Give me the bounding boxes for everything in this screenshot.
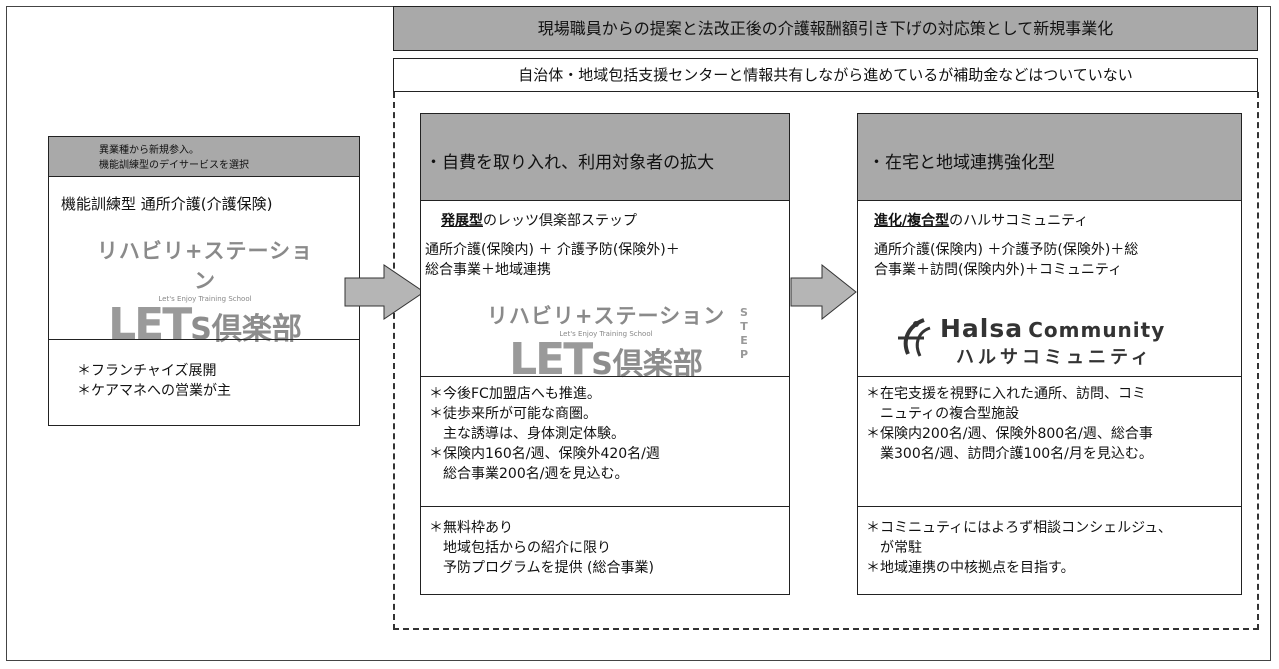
left-header: 異業種から新規参入。 機能訓練型のデイサービスを選択: [49, 137, 359, 177]
halsa-logo-text: Halsa Community ハルサコミュニティ: [940, 314, 1165, 369]
lets-logo-sub: Let's Enjoy Training School: [158, 295, 252, 303]
right-card: ・在宅と地域連携強化型 進化/複合型のハルサコミュニティ 通所介護(保険内) ＋…: [857, 113, 1242, 595]
top-banner: 現場職員からの提案と法改正後の介護報酬額引き下げの対応策として新規事業化: [393, 6, 1258, 51]
right-header: ・在宅と地域連携強化型: [858, 114, 1241, 201]
middle-header: ・自費を取り入れ、利用対象者の拡大: [421, 114, 789, 201]
right-notes: ＊在宅支援を視野に入れた通所、訪問、コミ ニュティの複合型施設 ＊保険内200名…: [866, 386, 1153, 462]
top-banner-text: 現場職員からの提案と法改正後の介護報酬額引き下げの対応策として新規事業化: [537, 19, 1114, 38]
right-services: 通所介護(保険内) ＋介護予防(保険外)＋総 合事業＋訪問(保険内外)＋コミュニ…: [874, 242, 1139, 278]
halsa-logo-en2: Community: [1028, 318, 1166, 342]
middle-header-text: ・自費を取り入れ、利用対象者の拡大: [425, 153, 715, 173]
lets-logo-top: リハビリ+ステーション: [96, 239, 314, 293]
new-business-dashed-area: [393, 92, 1259, 630]
right-type: 進化/複合型のハルサコミュニティ: [874, 210, 1088, 230]
arrow-left-to-middle: [344, 264, 425, 320]
lets-step-logo-side: STEP: [739, 306, 749, 361]
right-type-rest: のハルサコミュニティ: [949, 213, 1089, 229]
arrow-middle-to-right: [790, 264, 857, 320]
lets-step-logo-big: LET: [509, 334, 593, 385]
left-card: 異業種から新規参入。 機能訓練型のデイサービスを選択 機能訓練型 通所介護(介護…: [48, 136, 360, 426]
right-divider-1: [858, 376, 1241, 377]
middle-type-rest: のレッツ倶楽部ステップ: [483, 213, 637, 229]
right-community: ＊コミニュティにはよろず相談コンシェルジュ、 が常駐 ＊地域連携の中核拠点を目指…: [866, 520, 1172, 576]
lets-step-logo-sub: Let's Enjoy Training School: [559, 330, 653, 338]
halsa-logo-en: Halsa: [940, 314, 1024, 343]
lets-logo: リハビリ+ステーション Let's Enjoy Training School …: [87, 235, 323, 348]
middle-type-bold: 発展型: [441, 213, 483, 229]
middle-divider-1: [421, 376, 789, 377]
left-divider: [49, 339, 359, 340]
middle-type: 発展型のレッツ倶楽部ステップ: [441, 210, 637, 230]
left-title: 機能訓練型 通所介護(介護保険): [61, 195, 273, 213]
right-type-bold: 進化/複合型: [874, 213, 950, 229]
left-notes: ＊フランチャイズ展開 ＊ケアマネへの営業が主: [77, 363, 231, 399]
middle-card: ・自費を取り入れ、利用対象者の拡大 発展型のレッツ倶楽部ステップ 通所介護(保険…: [420, 113, 790, 595]
right-divider-2: [858, 506, 1241, 507]
middle-free: ＊無料枠あり 地域包括からの紹介に限り 予防プログラムを提供 (総合事業): [429, 520, 654, 576]
right-header-text: ・在宅と地域連携強化型: [868, 153, 1055, 173]
lets-logo-jp: S倶楽部: [190, 312, 302, 347]
lets-logo-big: LET: [108, 299, 192, 350]
middle-services: 通所介護(保険内) ＋ 介護予防(保険外)＋ 総合事業＋地域連携: [425, 242, 680, 278]
sub-banner: 自治体・地域包括支援センターと情報共有しながら進めているが補助金などはついていな…: [393, 58, 1258, 92]
halsa-logo-jp: ハルサコミュニティ: [956, 347, 1153, 368]
sub-banner-text: 自治体・地域包括支援センターと情報共有しながら進めているが補助金などはついていな…: [518, 66, 1133, 84]
lets-step-logo: リハビリ+ステーション Let's Enjoy Training School …: [461, 300, 751, 383]
lets-step-logo-top: リハビリ+ステーション: [486, 304, 726, 328]
middle-divider-2: [421, 506, 789, 507]
halsa-logo-mark-icon: [898, 318, 931, 357]
middle-notes: ＊今後FC加盟店へも推進。 ＊徒歩来所が可能な商圏。 主な誘導は、身体測定体験。…: [429, 386, 660, 482]
